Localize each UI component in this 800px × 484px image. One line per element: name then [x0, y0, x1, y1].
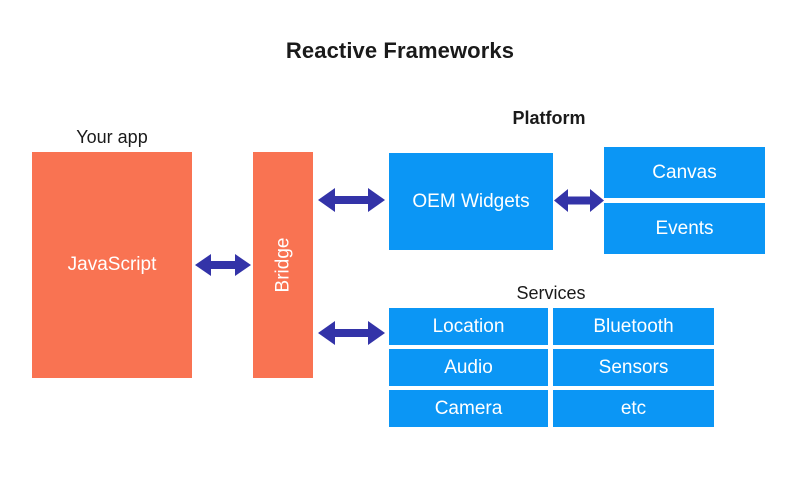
- arrow-bridge-to-oem-widgets: [318, 185, 385, 215]
- services-cell-label: Audio: [444, 356, 493, 378]
- services-cell: Bluetooth: [553, 308, 714, 345]
- page-title: Reactive Frameworks: [285, 38, 515, 63]
- oem-widgets-block: OEM Widgets: [389, 153, 553, 250]
- oem-widgets-block-label: OEM Widgets: [412, 190, 530, 212]
- services-cell-label: etc: [620, 397, 647, 419]
- platform-stack-item-canvas-label: Canvas: [652, 161, 717, 183]
- arrow-javascript-to-bridge: [195, 250, 251, 280]
- bridge-block: Bridge: [253, 152, 313, 378]
- arrow-bridge-to-services: [318, 318, 385, 348]
- services-cell-label: Location: [432, 315, 505, 337]
- services-cell: Location: [389, 308, 548, 345]
- services-cell-label: Bluetooth: [593, 315, 674, 337]
- javascript-block: JavaScript: [32, 152, 192, 378]
- services-cell: etc: [553, 390, 714, 427]
- services-cell-label: Camera: [434, 397, 503, 419]
- services-caption: Services: [516, 283, 586, 303]
- platform-caption: Platform: [512, 108, 586, 128]
- services-cell: Camera: [389, 390, 548, 427]
- javascript-block-label: JavaScript: [67, 254, 157, 275]
- arrow-oem-widgets-to-platform-stack: [554, 187, 604, 214]
- services-cell-label: Sensors: [598, 356, 669, 378]
- platform-stack-item-events-label: Events: [655, 217, 714, 239]
- platform-stack-item-events: Events: [604, 203, 765, 254]
- bridge-block-label: Bridge: [271, 237, 293, 293]
- platform-stack-item-canvas: Canvas: [604, 147, 765, 198]
- your-app-caption: Your app: [76, 127, 148, 147]
- services-cell: Sensors: [553, 349, 714, 386]
- services-cell: Audio: [389, 349, 548, 386]
